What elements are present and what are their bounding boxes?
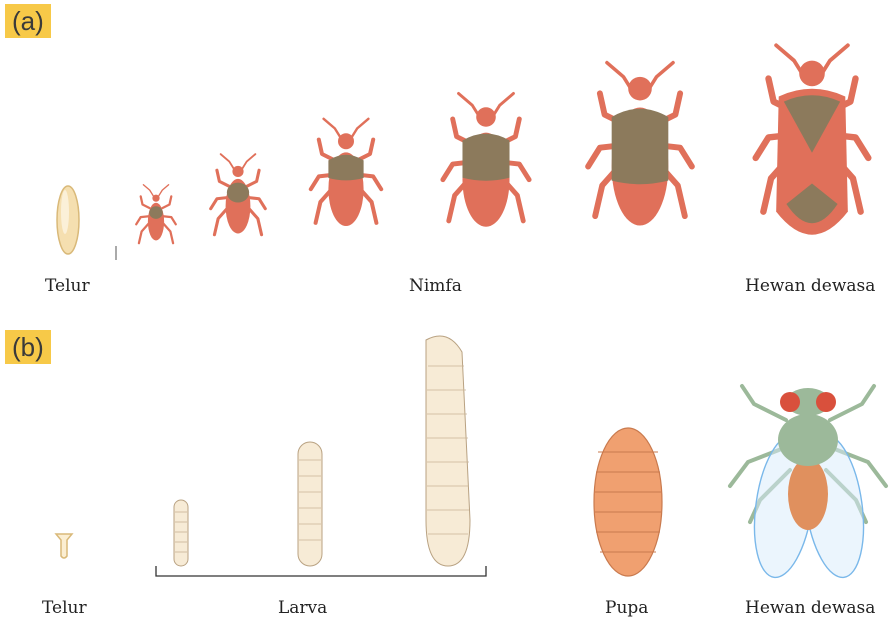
adult-bug-illustration <box>756 45 869 234</box>
nymph-stage-3 <box>311 119 381 226</box>
nymph-stage-5 <box>588 63 692 226</box>
bug-egg-illustration <box>57 186 79 254</box>
larva-small <box>174 500 188 566</box>
adult-fly-illustration <box>730 386 886 581</box>
larva-large <box>426 336 470 566</box>
pupa-illustration <box>594 428 662 576</box>
nymph-stage-1 <box>136 185 176 244</box>
fly-egg-illustration <box>56 534 72 558</box>
nymph-stage-4 <box>443 93 529 226</box>
nymph-stage-2 <box>211 154 266 235</box>
larva-medium <box>298 442 322 566</box>
larva-bracket <box>156 566 486 576</box>
